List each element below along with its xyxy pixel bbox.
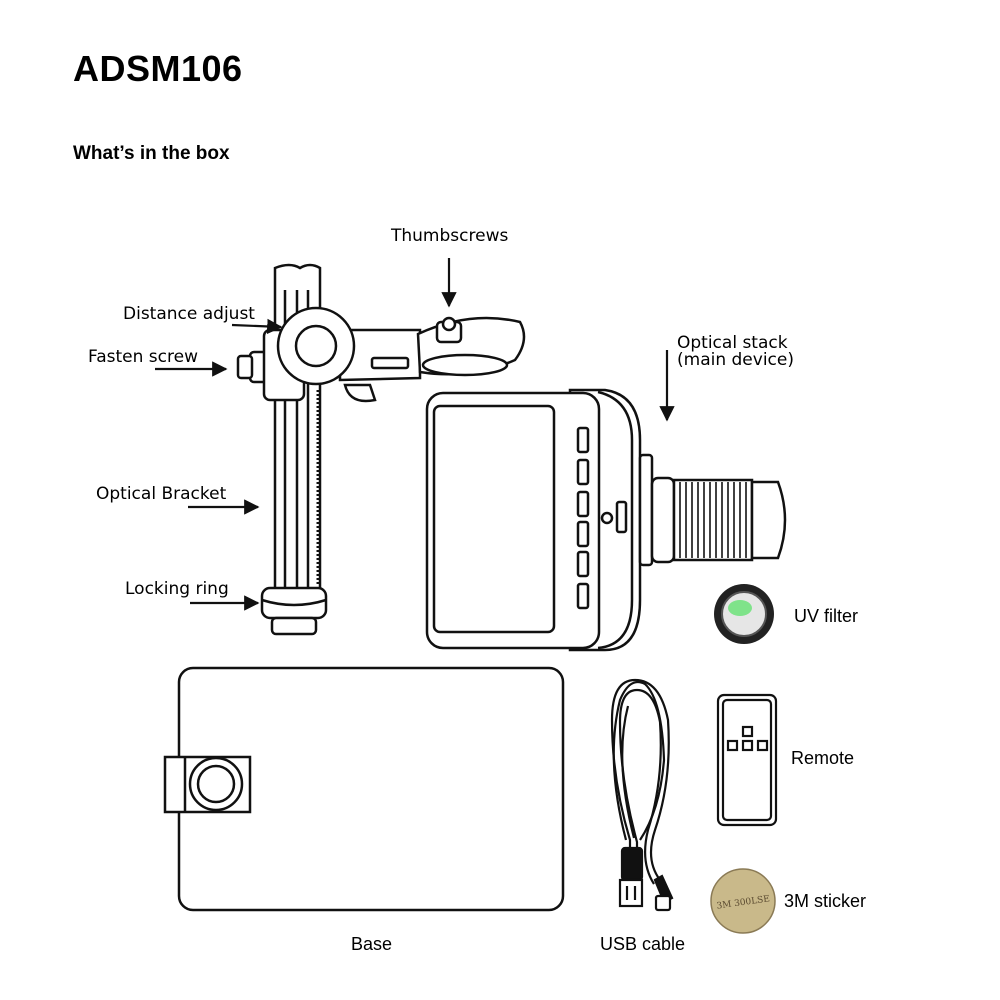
label-remote: Remote	[791, 748, 855, 768]
label-distance-adjust: Distance adjust	[123, 304, 255, 324]
label-fasten-screw: Fasten screw	[88, 347, 198, 367]
main-device-drawing	[425, 388, 787, 652]
label-usb-cable: USB cable	[600, 934, 686, 954]
label-optical-stack: Optical stack	[677, 333, 788, 353]
remote-drawing	[716, 693, 778, 827]
optical-bracket-drawing	[236, 263, 526, 636]
label-optical-bracket: Optical Bracket	[96, 484, 227, 504]
label-base: Base	[351, 934, 393, 954]
callout-arrows	[155, 258, 675, 611]
label-3m-sticker: 3M sticker	[784, 891, 867, 911]
label-locking-ring: Locking ring	[125, 579, 229, 599]
usb-cable-drawing	[610, 678, 674, 912]
label-uv-filter: UV filter	[794, 606, 859, 626]
product-title: ADSM106	[73, 48, 243, 89]
label-main-device: (main device)	[677, 350, 794, 370]
sticker-drawing: 3M 300LSE	[710, 868, 776, 934]
label-thumbscrews: Thumbscrews	[391, 226, 509, 246]
uv-filter-drawing	[714, 584, 774, 644]
base-drawing	[163, 666, 565, 912]
section-heading: What’s in the box	[73, 143, 230, 164]
